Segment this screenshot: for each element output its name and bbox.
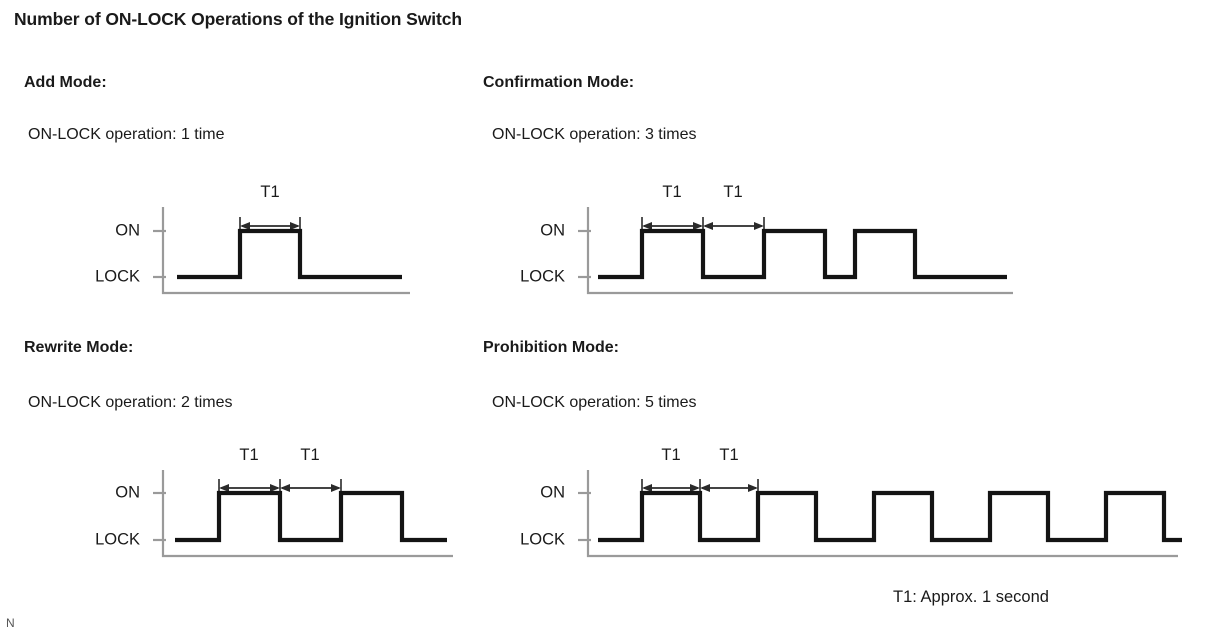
level-ticks-add-mode — [153, 229, 166, 279]
level-label-lock-add-mode: LOCK — [95, 267, 140, 286]
t1-label-confirmation-mode-1: T1 — [662, 183, 682, 201]
t1-arrow-confirmation-mode-2 — [703, 222, 764, 230]
t1-label-prohibition-mode-1: T1 — [661, 446, 681, 464]
level-ticks-prohibition-mode — [578, 491, 591, 542]
t1-label-rewrite-mode-1: T1 — [239, 446, 259, 464]
signal-trace-confirmation-mode — [598, 228, 1007, 280]
t1-label-rewrite-mode-2: T1 — [300, 446, 320, 464]
level-label-lock-rewrite-mode: LOCK — [95, 530, 140, 549]
level-label-lock-confirmation-mode: LOCK — [520, 267, 565, 286]
panel-subtitle-add-mode: ON-LOCK operation: 1 time — [28, 126, 225, 143]
t1-label-confirmation-mode-2: T1 — [723, 183, 743, 201]
panel-subtitle-prohibition-mode: ON-LOCK operation: 5 times — [492, 394, 697, 411]
level-label-on-confirmation-mode: ON — [540, 221, 565, 240]
signal-trace-prohibition-mode — [598, 490, 1182, 543]
t1-arrow-prohibition-mode-1 — [642, 484, 700, 492]
signal-trace-add-mode — [177, 228, 402, 280]
level-label-on-add-mode: ON — [115, 221, 140, 240]
t1-arrow-confirmation-mode-1 — [642, 222, 703, 230]
panel-subtitle-rewrite-mode: ON-LOCK operation: 2 times — [28, 394, 233, 411]
level-label-lock-prohibition-mode: LOCK — [520, 530, 565, 549]
t1-label-prohibition-mode-2: T1 — [719, 446, 739, 464]
t1-arrow-prohibition-mode-2 — [700, 484, 758, 492]
t1-label-add-mode-1: T1 — [260, 183, 280, 201]
level-label-on-rewrite-mode: ON — [115, 483, 140, 502]
axis-frame-rewrite-mode — [161, 470, 453, 558]
corner-mark: N — [6, 616, 15, 630]
panel-heading-prohibition-mode: Prohibition Mode: — [483, 339, 619, 356]
axis-frame-add-mode — [161, 207, 410, 295]
axis-frame-confirmation-mode — [586, 207, 1013, 295]
level-ticks-rewrite-mode — [153, 491, 166, 542]
panel-heading-rewrite-mode: Rewrite Mode: — [24, 339, 134, 356]
waveform-rewrite-mode — [140, 448, 470, 563]
waveform-add-mode — [140, 185, 430, 300]
page-title: Number of ON-LOCK Operations of the Igni… — [14, 9, 462, 29]
panel-heading-confirmation-mode: Confirmation Mode: — [483, 74, 635, 91]
axis-frame-prohibition-mode — [586, 470, 1178, 558]
waveform-confirmation-mode — [565, 185, 1025, 300]
footnote-t1-duration: T1: Approx. 1 second — [893, 588, 1049, 606]
level-label-on-prohibition-mode: ON — [540, 483, 565, 502]
t1-arrow-rewrite-mode-1 — [219, 484, 280, 492]
panel-heading-add-mode: Add Mode: — [24, 74, 107, 91]
signal-trace-rewrite-mode — [175, 490, 447, 543]
level-ticks-confirmation-mode — [578, 229, 591, 279]
t1-arrow-add-mode — [240, 222, 300, 230]
t1-arrow-rewrite-mode-2 — [280, 484, 341, 492]
panel-subtitle-confirmation-mode: ON-LOCK operation: 3 times — [492, 126, 697, 143]
waveform-prohibition-mode — [565, 448, 1190, 563]
